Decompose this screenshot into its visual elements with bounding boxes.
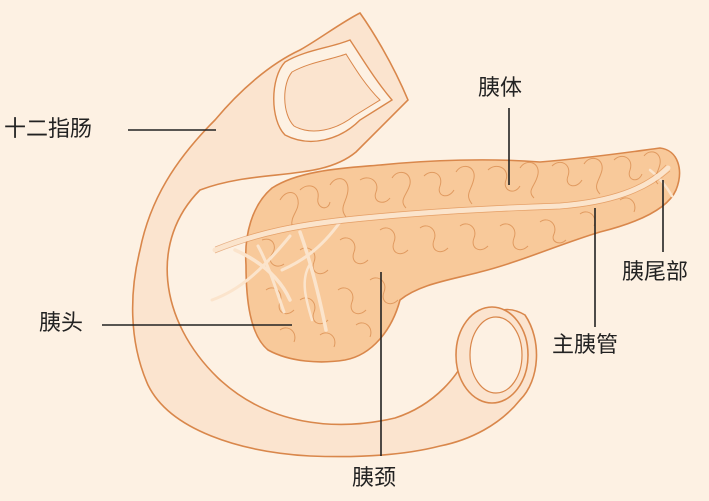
duodenum (131, 11, 538, 458)
duct-outline (214, 164, 671, 254)
main-duct (212, 165, 671, 253)
lobule-texture (261, 151, 661, 348)
label-main-duct: 主胰管 (552, 333, 619, 358)
label-neck: 胰颈 (352, 466, 397, 491)
pancreas (244, 147, 681, 363)
duodenum-lumen-inner (284, 53, 381, 132)
pancreatic-ducts (210, 165, 674, 332)
duodenum-opening-inner (469, 316, 523, 394)
leader-lines (102, 108, 664, 456)
label-duodenum: 十二指肠 (4, 117, 93, 142)
label-tail: 胰尾部 (622, 260, 689, 285)
label-head: 胰头 (39, 311, 84, 336)
label-body: 胰体 (478, 76, 523, 101)
